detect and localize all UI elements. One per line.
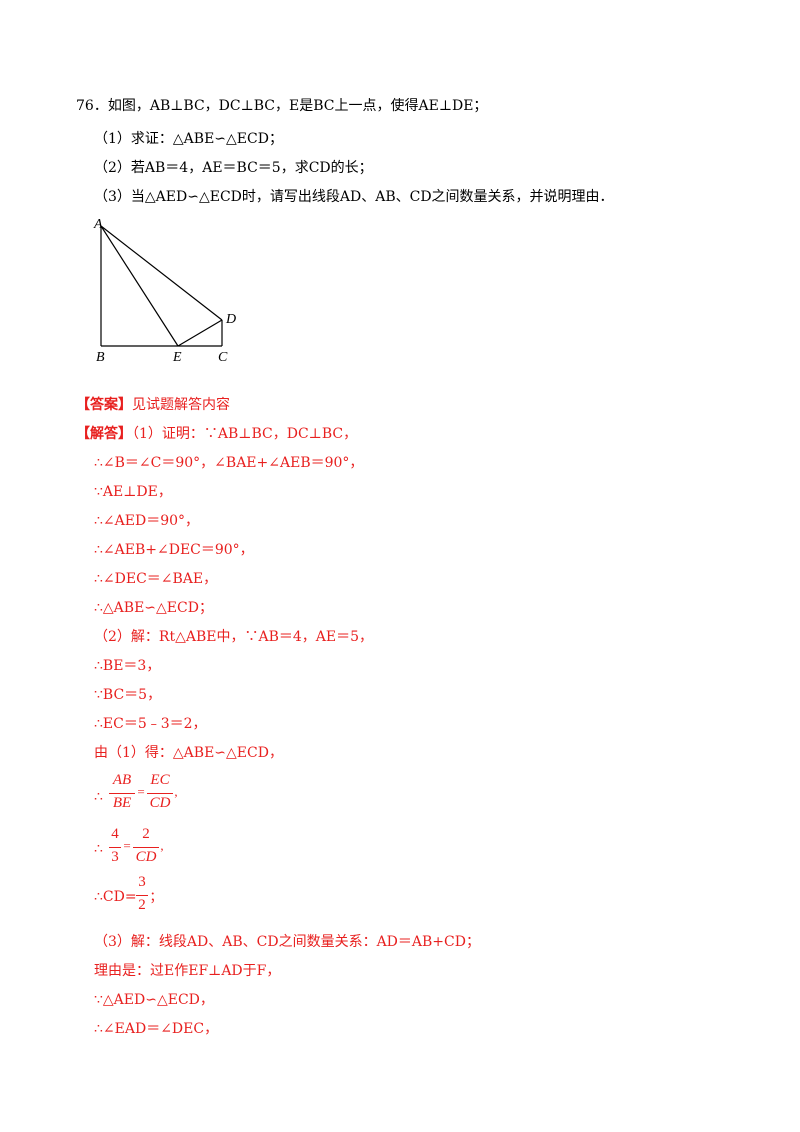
question-number: 76． — [76, 98, 108, 114]
question-part-3: （3）当△AED∽△ECD时，请写出线段AD、AB、CD之间数量关系，并说明理由… — [94, 189, 614, 205]
fraction-3-prefix: ∴CD= — [94, 889, 137, 905]
fraction-2-bar-left — [109, 847, 121, 848]
fraction-2-prefix: ∴ — [94, 841, 103, 857]
solution-line-2: ∴∠B＝∠C＝90°，∠BAE+∠AEB＝90°， — [94, 455, 364, 471]
solution-line-1: 【解答】（1）证明：∵AB⊥BC，DC⊥BC， — [76, 425, 357, 443]
answer-line: 【答案】见试题解答内容 — [76, 396, 230, 414]
fraction-3-numerator: 3 — [138, 874, 146, 890]
solution-line-12: 由（1）得：△ABE∽△ECD， — [94, 745, 283, 761]
fraction-2-equals: = — [123, 838, 131, 853]
fraction-1-bar-left — [109, 793, 135, 794]
fraction-3-suffix: ； — [149, 889, 163, 904]
question-stem: 76．如图，AB⊥BC，DC⊥BC，E是BC上一点，使得AE⊥DE； — [76, 97, 487, 115]
fraction-2-bar-right — [133, 847, 159, 848]
fraction-1-denominator-left: BE — [112, 795, 132, 811]
solution-line-11: ∴EC＝5﹣3＝2， — [94, 716, 207, 732]
point-label-b: B — [96, 350, 105, 365]
fraction-1: AB BE = EC CD , — [109, 772, 179, 816]
solution-line-3: ∵AE⊥DE， — [94, 484, 172, 500]
fraction-2-suffix: , — [160, 838, 164, 853]
fraction-2-denominator-right: CD — [135, 849, 157, 865]
fraction-3-bar — [136, 895, 148, 896]
solution-text: （1）证明：∵AB⊥BC，DC⊥BC， — [132, 426, 358, 442]
solution-tag: 【解答】 — [76, 426, 132, 442]
answer-text: 见试题解答内容 — [132, 397, 230, 413]
solution-line-13: （3）解：线段AD、AB、CD之间数量关系：AD＝AB+CD； — [94, 934, 480, 950]
fraction-1-bar-right — [147, 793, 173, 794]
fraction-1-numerator-right: EC — [150, 772, 170, 788]
solution-line-9: ∴BE＝3， — [94, 658, 161, 674]
fraction-1-numerator-left: AB — [112, 772, 132, 788]
point-label-e: E — [172, 350, 182, 365]
answer-tag: 【答案】 — [76, 397, 132, 413]
fraction-1-prefix: ∴ — [94, 789, 103, 805]
fraction-2-denominator-left: 3 — [111, 849, 119, 865]
fraction-2: 4 3 = 2 CD , — [109, 826, 169, 870]
solution-line-5: ∴∠AEB+∠DEC＝90°， — [94, 542, 254, 558]
fraction-1-equals: = — [137, 784, 145, 799]
fraction-2-numerator-right: 2 — [142, 826, 150, 842]
fraction-1-denominator-right: CD — [149, 795, 171, 811]
solution-line-10: ∵BC＝5， — [94, 687, 162, 703]
solution-line-8: （2）解：Rt△ABE中，∵AB＝4，AE＝5， — [94, 629, 374, 645]
point-label-c: C — [218, 350, 228, 365]
fraction-3: 3 2 ； — [136, 874, 176, 918]
segment-ae — [100, 225, 179, 347]
fraction-1-suffix: , — [174, 784, 178, 799]
solution-line-7: ∴△ABE∽△ECD； — [94, 600, 213, 616]
segment-ed — [177, 319, 223, 347]
question-part-1: （1）求证：△ABE∽△ECD； — [94, 131, 283, 147]
fraction-2-numerator-left: 4 — [111, 826, 119, 842]
solution-line-15: ∵△AED∽△ECD， — [94, 992, 214, 1008]
solution-line-6: ∴∠DEC＝∠BAE， — [94, 571, 218, 587]
segment-ad — [100, 225, 223, 321]
question-stem-text: 如图，AB⊥BC，DC⊥BC，E是BC上一点，使得AE⊥DE； — [107, 98, 488, 114]
point-label-a: A — [93, 217, 103, 232]
fraction-3-denominator: 2 — [138, 897, 146, 913]
question-part-2: （2）若AB＝4，AE＝BC＝5，求CD的长； — [94, 160, 373, 176]
solution-line-4: ∴∠AED＝90°， — [94, 513, 200, 529]
solution-line-14: 理由是：过E作EF⊥AD于F， — [94, 963, 281, 979]
point-label-d: D — [225, 312, 236, 327]
solution-line-16: ∴∠EAD＝∠DEC， — [94, 1021, 219, 1037]
geometry-figure: A B E C D — [93, 217, 236, 365]
